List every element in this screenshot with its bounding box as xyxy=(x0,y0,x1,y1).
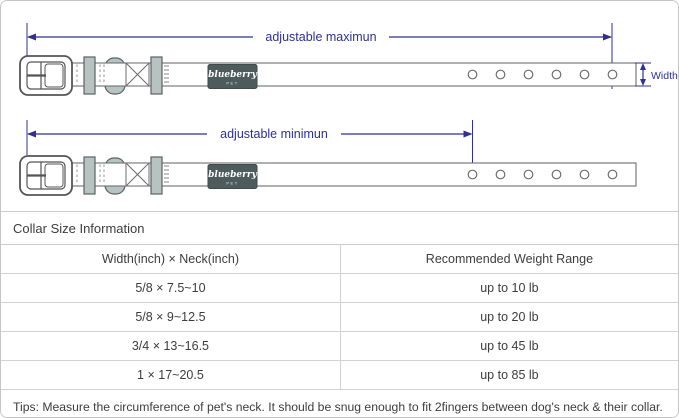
keeper-band xyxy=(150,156,163,195)
arrow-right-icon xyxy=(603,33,612,41)
buckle xyxy=(19,155,73,196)
keeper-band xyxy=(83,156,96,195)
collar-top-illustration: adjustable maximun xyxy=(19,23,678,96)
brand-sub-label: PET xyxy=(226,181,238,186)
brand-name-label: blueberry xyxy=(208,170,257,180)
weight-cell: up to 85 lb xyxy=(340,361,678,390)
arrow-left-icon xyxy=(27,33,36,41)
table-title: Collar Size Information xyxy=(1,211,678,245)
arrow-right-icon xyxy=(463,130,473,138)
tips-note: Tips: Measure the circumference of pet's… xyxy=(1,390,678,417)
buckle xyxy=(19,55,73,96)
arrow-up-icon xyxy=(640,63,646,70)
column-header-weight: Recommended Weight Range xyxy=(340,245,678,274)
brand-patch: blueberry PET xyxy=(207,64,258,89)
width-indicator: Width xyxy=(635,62,678,87)
stitching xyxy=(76,164,105,185)
adjustment-holes xyxy=(467,169,618,180)
table-row: 1 × 17~20.5 up to 85 lb xyxy=(1,361,678,390)
weight-cell: up to 10 lb xyxy=(340,274,678,303)
table-row: 5/8 × 7.5~10 up to 10 lb xyxy=(1,274,678,303)
width-label: Width xyxy=(651,70,678,82)
keeper-band xyxy=(83,56,96,95)
size-table: Collar Size Information Width(inch) × Ne… xyxy=(1,211,678,417)
collar-diagram: adjustable maximun xyxy=(1,1,678,211)
collar-diagram-svg: adjustable maximun xyxy=(19,23,678,196)
weight-cell: up to 20 lb xyxy=(340,303,678,332)
size-cell: 1 × 17~20.5 xyxy=(1,361,341,390)
stitching xyxy=(76,64,105,85)
brand-patch: blueberry PET xyxy=(207,164,258,189)
arrow-left-icon xyxy=(27,130,36,138)
weight-cell: up to 45 lb xyxy=(340,332,678,361)
brand-sub-label: PET xyxy=(226,81,238,86)
dimension-line-max: adjustable maximun xyxy=(27,28,612,45)
cross-stitch-box xyxy=(125,62,150,87)
arrow-down-icon xyxy=(640,79,646,86)
cross-stitch-box xyxy=(125,162,150,187)
collar-bottom-illustration: adjustable minimun xyxy=(19,120,637,196)
woven-size-label xyxy=(164,165,169,183)
size-cell: 3/4 × 13~16.5 xyxy=(1,332,341,361)
adjustable-maximum-label: adjustable maximun xyxy=(265,30,376,44)
keeper-band xyxy=(150,56,163,95)
column-header-size: Width(inch) × Neck(inch) xyxy=(1,245,341,274)
table-row: 3/4 × 13~16.5 up to 45 lb xyxy=(1,332,678,361)
size-cell: 5/8 × 9~12.5 xyxy=(1,303,341,332)
table-header-row: Width(inch) × Neck(inch) Recommended Wei… xyxy=(1,245,678,274)
size-cell: 5/8 × 7.5~10 xyxy=(1,274,341,303)
woven-size-label xyxy=(164,65,169,83)
dimension-line-min: adjustable minimun xyxy=(27,125,473,142)
table-row: 5/8 × 9~12.5 up to 20 lb xyxy=(1,303,678,332)
brand-name-label: blueberry xyxy=(208,70,257,80)
adjustment-holes xyxy=(467,69,618,80)
adjustable-minimum-label: adjustable minimun xyxy=(220,127,328,141)
